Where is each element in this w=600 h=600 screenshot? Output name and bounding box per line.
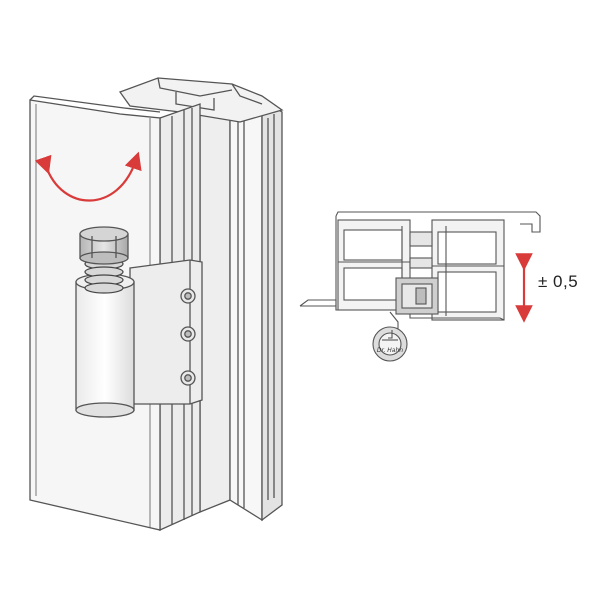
screw-icon: [180, 326, 196, 342]
hinge-knuckle-section: [372, 311, 408, 362]
brand-mark: Dr. Hahn: [377, 347, 403, 354]
hinge-assembly: [75, 226, 203, 418]
screw-icon: [180, 370, 196, 386]
curved-double-arrow-icon: [34, 151, 142, 202]
profile-cross-section: [299, 211, 541, 362]
hinge-section-block: [395, 277, 439, 315]
adjustment-cap: [79, 226, 129, 265]
tolerance-label: ± 0,5: [538, 272, 579, 291]
screw-icon: [180, 288, 196, 304]
